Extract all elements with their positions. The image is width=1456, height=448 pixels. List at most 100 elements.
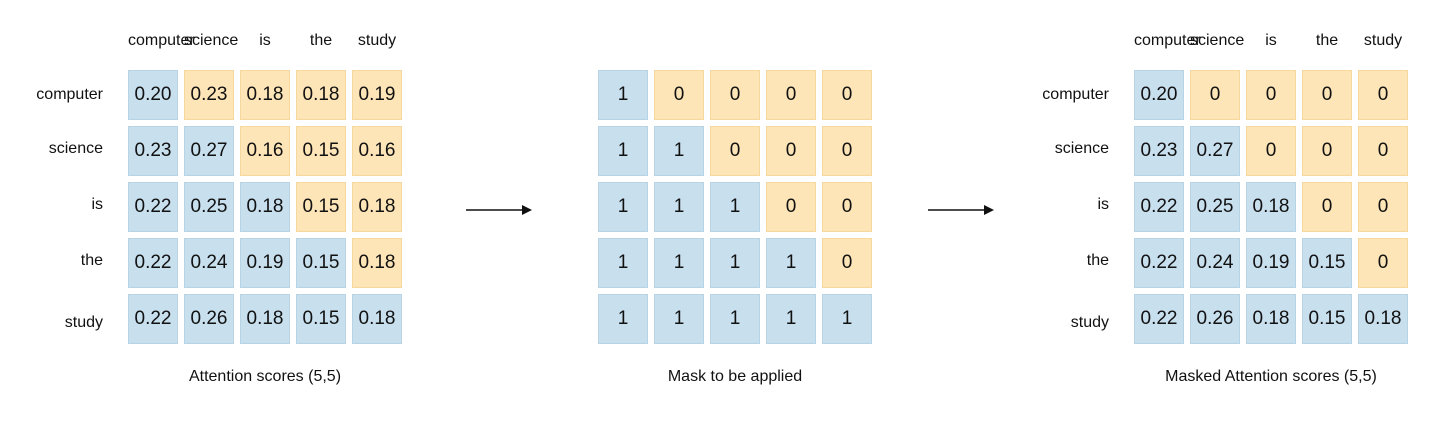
masked-cell: 0 [822,238,872,288]
masked-cell: 0 [822,126,872,176]
row-labels: computer science is the study [0,70,103,344]
masked-cell: 0 [1302,126,1352,176]
masked-cell: 0 [822,70,872,120]
masked-cell: 0 [1358,70,1408,120]
value-cell: 0.22 [1134,182,1184,232]
row-labels: computer science is the study [999,70,1109,344]
value-cell: 0.18 [1246,182,1296,232]
value-cell: 1 [654,182,704,232]
column-label: computer [1134,32,1201,49]
value-cell: 1 [710,294,760,344]
row-label: is [1097,196,1109,213]
masked-cell: 0.18 [240,70,290,120]
value-cell: 0.22 [1134,238,1184,288]
masked-cell: 0.16 [240,126,290,176]
value-cell: 0.26 [184,294,234,344]
column-label: is [1265,32,1277,49]
row-label: study [1070,314,1109,331]
value-cell: 0.15 [1302,238,1352,288]
value-cell: 0.24 [184,238,234,288]
value-cell: 0.26 [1190,294,1240,344]
value-cell: 0.18 [240,182,290,232]
masked-cell: 0 [1358,126,1408,176]
value-cell: 0.19 [240,238,290,288]
masked-cell: 0.19 [352,70,402,120]
masked-cell: 0.18 [296,70,346,120]
masked-attention-caption: Masked Attention scores (5,5) [1165,368,1377,385]
value-cell: 0.20 [128,70,178,120]
row-label: is [91,196,103,213]
masked-cell: 0 [1358,182,1408,232]
value-cell: 1 [598,182,648,232]
masked-cell: 0 [766,70,816,120]
masked-cell: 0 [766,182,816,232]
value-cell: 1 [766,238,816,288]
column-label: the [1315,32,1339,49]
masked-cell: 0 [1246,70,1296,120]
value-cell: 0.15 [296,238,346,288]
value-cell: 0.25 [1190,182,1240,232]
row-label: science [1054,140,1109,157]
value-cell: 0.15 [1302,294,1352,344]
mask-caption: Mask to be applied [667,368,803,385]
value-cell: 1 [598,126,648,176]
masked-cell: 0 [1302,70,1352,120]
attention-caption: Attention scores (5,5) [188,368,342,385]
value-cell: 1 [654,294,704,344]
masked-cell: 0 [710,70,760,120]
row-label: computer [36,86,103,103]
column-label: study [357,32,397,49]
value-cell: 0.22 [128,294,178,344]
attention-scores-panel: computer science is the study computer s… [0,0,480,448]
masked-cell: 0.18 [352,238,402,288]
masked-cell: 0 [1358,238,1408,288]
masked-cell: 0.15 [296,182,346,232]
value-cell: 0.27 [1190,126,1240,176]
value-cell: 1 [598,294,648,344]
column-label: is [259,32,271,49]
masked-cell: 0 [710,126,760,176]
masked-cell: 0 [1190,70,1240,120]
masked-cell: 0.18 [352,182,402,232]
value-cell: 0.18 [240,294,290,344]
arrow-right-icon [466,205,532,215]
value-cell: 1 [822,294,872,344]
value-cell: 0.18 [1358,294,1408,344]
value-cell: 0.22 [128,182,178,232]
arrow-right-icon [928,205,994,215]
row-label: science [48,140,103,157]
row-label: the [1086,252,1109,269]
value-cell: 1 [766,294,816,344]
column-label: study [1363,32,1403,49]
masked-cell: 0 [1302,182,1352,232]
value-cell: 0.18 [1246,294,1296,344]
value-cell: 0.19 [1246,238,1296,288]
row-label: computer [1042,86,1109,103]
value-cell: 0.22 [1134,294,1184,344]
value-cell: 1 [654,238,704,288]
masked-cell: 0 [766,126,816,176]
masked-cell: 0.16 [352,126,402,176]
masked-cell: 0 [1246,126,1296,176]
row-label: study [64,314,103,331]
value-cell: 0.23 [1134,126,1184,176]
column-label: science [184,32,239,49]
value-cell: 0.23 [128,126,178,176]
value-cell: 0.22 [128,238,178,288]
row-label: the [80,252,103,269]
masked-cell: 0 [654,70,704,120]
value-cell: 0.24 [1190,238,1240,288]
masked-cell: 0.15 [296,126,346,176]
value-cell: 0.15 [296,294,346,344]
value-cell: 0.27 [184,126,234,176]
value-cell: 1 [654,126,704,176]
value-cell: 0.18 [352,294,402,344]
value-cell: 1 [710,182,760,232]
value-cell: 1 [598,238,648,288]
masked-attention-panel: computer science is the study computer s… [1006,0,1456,448]
value-cell: 0.20 [1134,70,1184,120]
